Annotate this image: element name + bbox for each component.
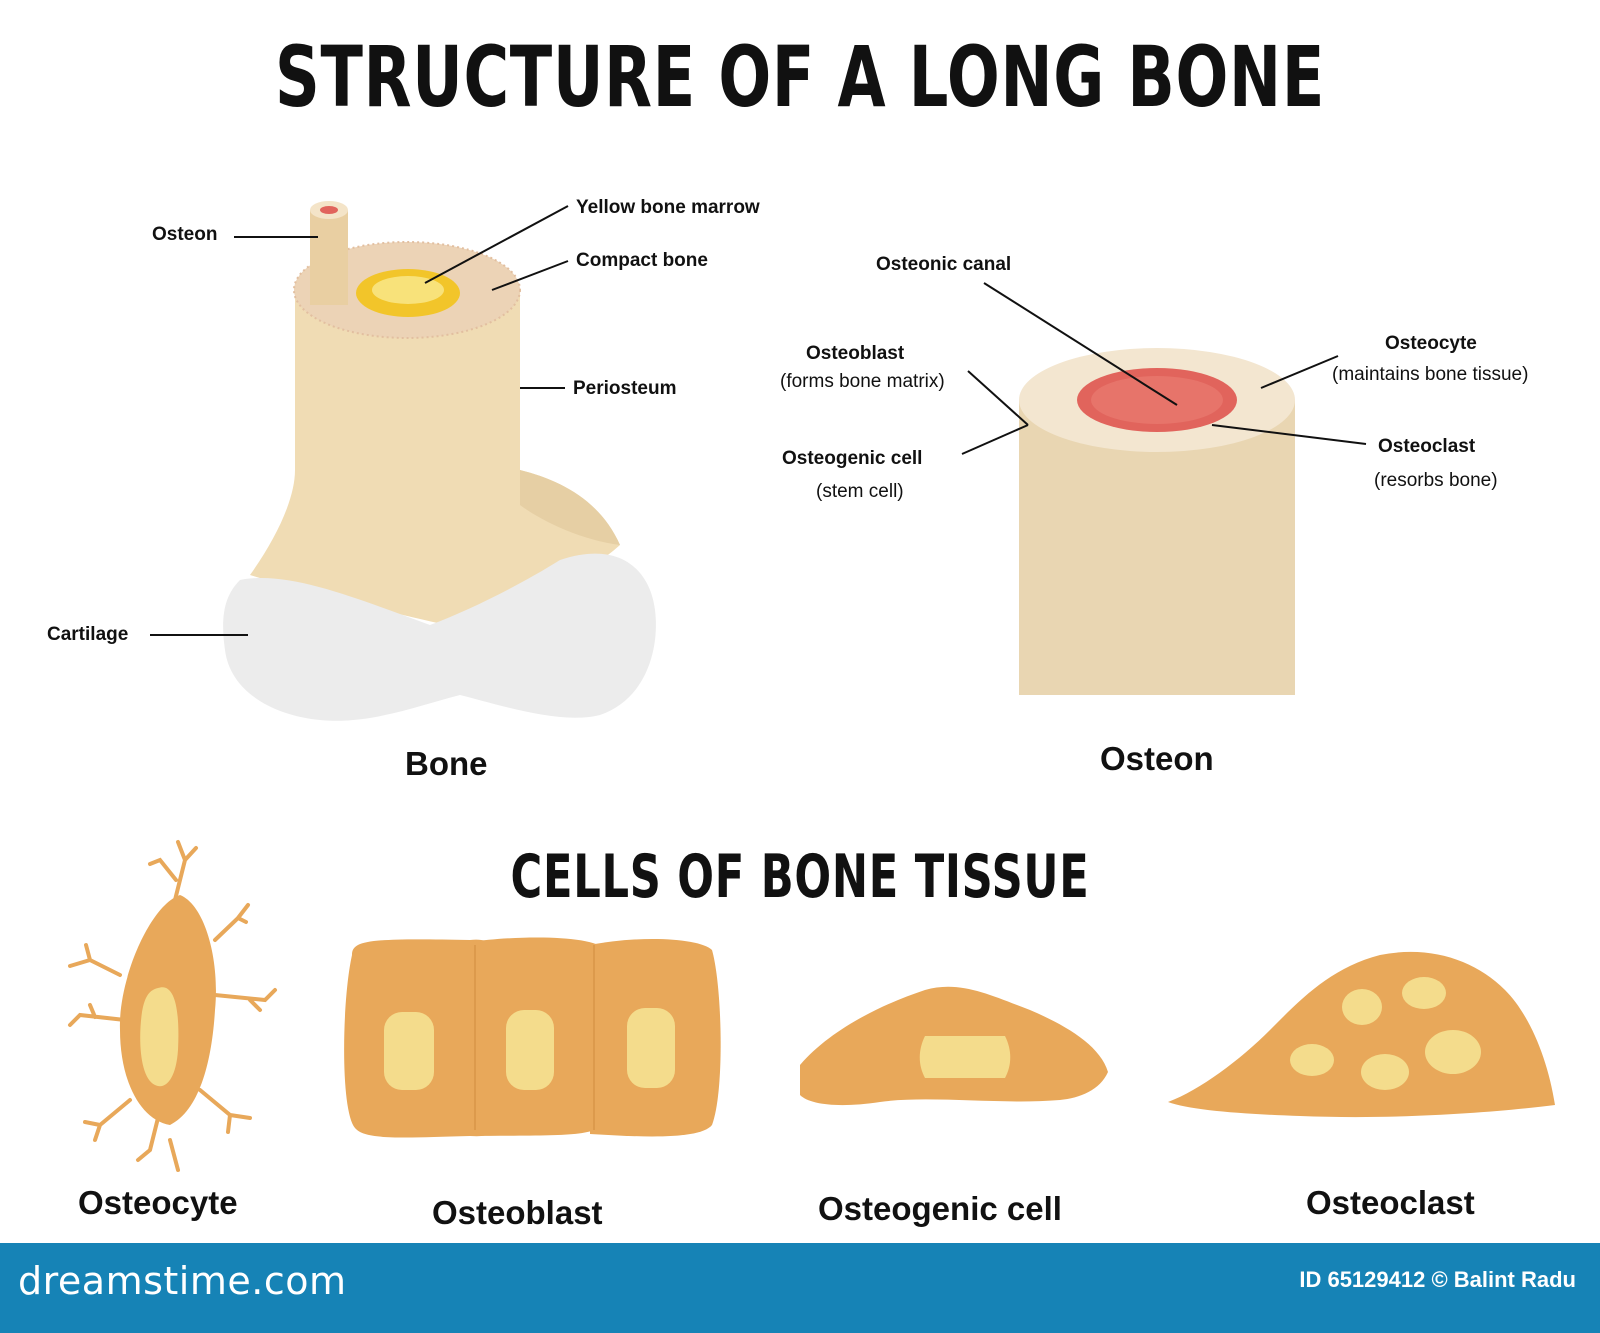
bone-shadow bbox=[520, 470, 620, 545]
caption-bone: Bone bbox=[405, 745, 488, 782]
footer-credit: ID 65129412 © Balint Radu bbox=[1299, 1267, 1576, 1292]
cartilage-shape bbox=[223, 553, 656, 721]
label-osteoclast: Osteoclast bbox=[1378, 436, 1476, 457]
cells-title: CELLS OF BONE TISSUE bbox=[510, 842, 1090, 912]
note-osteoclast: (resorbs bone) bbox=[1374, 470, 1498, 491]
bone-shaft bbox=[250, 290, 620, 630]
footer-brand[interactable]: dreamstime.com bbox=[18, 1259, 347, 1303]
label-osteogenic-cell: Osteogenic cell bbox=[782, 448, 923, 469]
label-osteocyte: Osteocyte bbox=[1385, 333, 1477, 354]
label-periosteum: Periosteum bbox=[573, 378, 677, 399]
caption-osteocyte: Osteocyte bbox=[78, 1184, 238, 1221]
caption-osteoclast: Osteoclast bbox=[1306, 1184, 1475, 1221]
label-osteonic-canal: Osteonic canal bbox=[876, 254, 1012, 275]
caption-osteogenic-cell: Osteogenic cell bbox=[818, 1190, 1062, 1227]
note-osteogenic-cell: (stem cell) bbox=[816, 481, 904, 502]
label-cartilage: Cartilage bbox=[47, 624, 129, 645]
caption-osteon: Osteon bbox=[1100, 740, 1214, 777]
osteon-illustration bbox=[961, 282, 1367, 695]
caption-osteoblast: Osteoblast bbox=[432, 1194, 603, 1231]
osteon-cylinder bbox=[310, 210, 348, 305]
label-compact-bone: Compact bone bbox=[576, 250, 708, 271]
osteoclast-cell bbox=[1168, 951, 1555, 1118]
long-bone-illustration bbox=[150, 201, 656, 721]
label-osteoblast: Osteoblast bbox=[806, 343, 905, 364]
diagram-graphics bbox=[68, 201, 1555, 1172]
label-osteon: Osteon bbox=[152, 224, 218, 245]
main-title: STRUCTURE OF A LONG BONE bbox=[274, 28, 1326, 126]
osteoblast-cell bbox=[344, 937, 721, 1138]
osteocyte-cell bbox=[68, 840, 277, 1172]
osteocyte-nucleus bbox=[140, 987, 179, 1087]
note-osteoblast: (forms bone matrix) bbox=[780, 371, 945, 392]
footer-bar: dreamstime.com ID 65129412 © Balint Radu bbox=[0, 1243, 1600, 1333]
label-yellow-bone-marrow: Yellow bone marrow bbox=[576, 197, 760, 218]
osteogenic-cell bbox=[800, 986, 1108, 1106]
note-osteocyte: (maintains bone tissue) bbox=[1332, 364, 1529, 385]
